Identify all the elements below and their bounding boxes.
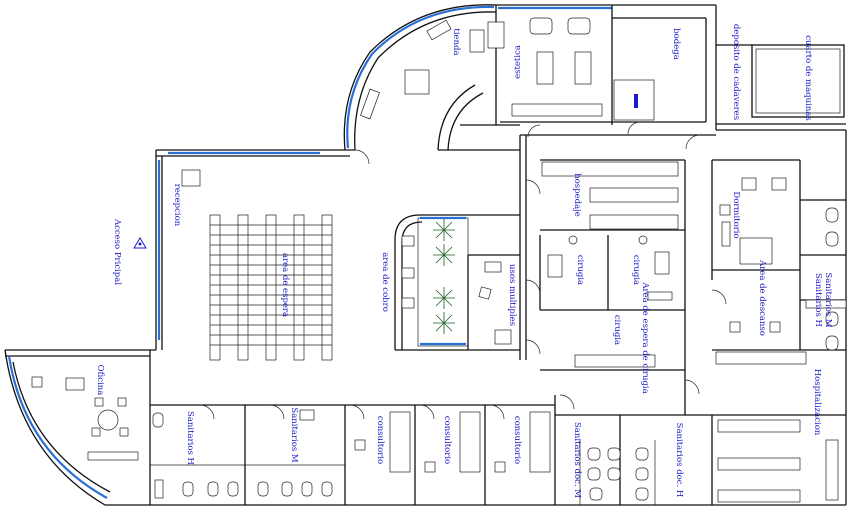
- label-cirugia-1: cirugia: [575, 255, 585, 285]
- doors: [199, 121, 727, 420]
- plant-4: [433, 312, 455, 334]
- label-hospitalizacion: Hospitalizacion: [812, 369, 822, 436]
- plants: [433, 219, 455, 334]
- label-consultorio-2: consultorio: [442, 416, 452, 464]
- label-usos-multiples: usos multiples: [507, 264, 517, 326]
- label-recepcion: recepcion: [172, 184, 182, 227]
- label-bodega: bodega: [671, 28, 681, 60]
- label-deposito-cadaveres: deposito de cadaveres: [731, 24, 741, 120]
- label-sanitarios-doc-m: Sanitarios doc. M: [572, 422, 582, 498]
- label-hospedaje: hospedaje: [572, 173, 582, 217]
- label-consultorio-1: consultorio: [375, 416, 385, 464]
- label-estetica: estetica: [513, 45, 523, 79]
- label-acceso-principal: Acceso Pricipal: [112, 218, 122, 285]
- plant-1: [433, 219, 455, 241]
- entry-triangle-icon: [133, 237, 147, 249]
- interior-walls: [149, 5, 846, 505]
- label-dormitorio: Dormitorio: [731, 191, 741, 238]
- waiting-seats: [209, 214, 333, 361]
- exterior-walls: [4, 4, 847, 506]
- room-labels: tienda estetica bodega deposito de cadav…: [95, 24, 833, 498]
- label-cuarto-maquinas: cuarto de maquinas: [803, 35, 813, 120]
- label-consultorio-3: consultorio: [512, 416, 522, 464]
- label-oficina: Oficina: [95, 365, 105, 396]
- label-sanitarios-m-der: Sanitarios M: [823, 272, 833, 328]
- plant-2: [433, 244, 455, 266]
- label-sanitarios-m: Sanitarios M: [289, 407, 299, 463]
- plant-3: [433, 287, 455, 309]
- label-cirugia-2: cirugia: [631, 255, 641, 285]
- label-sanitarios-h-der: Sanitarios H: [813, 273, 823, 327]
- label-area-espera: area de espera: [280, 253, 290, 317]
- label-area-descanso: Area de descanso: [757, 259, 767, 336]
- label-area-espera-cirugia: Area de espera de cirugia: [640, 281, 650, 393]
- label-cirugia-3: cirugia: [612, 315, 622, 345]
- label-area-cobro: area de cobro: [380, 252, 390, 312]
- label-sanitarios-h: Sanitarios H: [185, 411, 195, 465]
- furniture: [31, 17, 847, 503]
- label-sanitarios-doc-h: Sanitarios doc. H: [674, 423, 684, 498]
- label-tienda: tienda: [451, 28, 461, 55]
